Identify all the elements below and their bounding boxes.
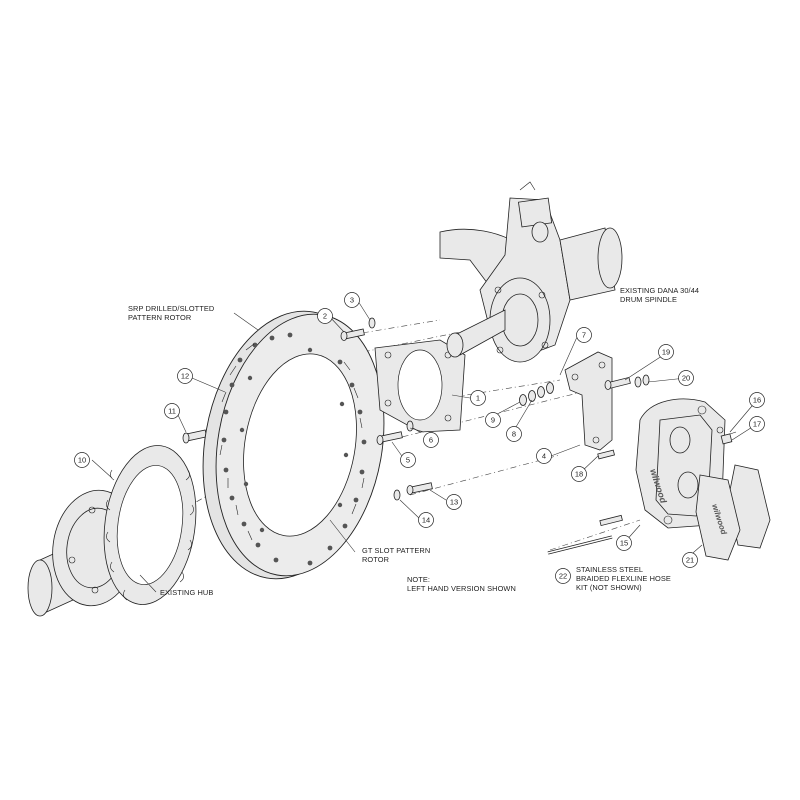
callout-22: 22 [555,568,571,584]
callout-13: 13 [446,494,462,510]
callout-10: 10 [74,452,90,468]
gt-rotor-label: GT SLOT PATTERN ROTOR [362,546,430,564]
svg-text:BRAIDED FLEXLINE HOSE: BRAIDED FLEXLINE HOSE [576,574,671,583]
callout-3: 3 [344,292,360,308]
callout-9: 9 [485,412,501,428]
callout-2: 2 [317,308,333,324]
svg-text:17: 17 [753,420,761,429]
callout-8: 8 [506,426,522,442]
callout-11: 11 [164,403,180,419]
spacers-8-9 [519,382,554,406]
svg-text:16: 16 [753,396,761,405]
srp-rotor-12 [202,310,385,580]
svg-text:19: 19 [662,348,670,357]
bolt-5 [376,431,403,445]
pad-pins [547,514,623,555]
svg-text:SRP DRILLED/SLOTTED: SRP DRILLED/SLOTTED [128,304,214,313]
callout-7: 7 [576,327,592,343]
callout-16: 16 [749,392,765,408]
svg-text:18: 18 [575,470,583,479]
callout-4: 4 [536,448,552,464]
svg-text:11: 11 [168,407,176,416]
brake-pads-21: wilwood [695,464,771,561]
callout-5: 5 [400,452,416,468]
svg-text:8: 8 [512,430,516,439]
rotor-hat-10 [103,445,197,605]
hub-label: EXISTING HUB [160,588,213,597]
stud-18 [597,449,615,460]
svg-text:PATTERN ROTOR: PATTERN ROTOR [128,313,191,322]
svg-text:21: 21 [686,556,694,565]
svg-text:NOTE:: NOTE: [407,575,430,584]
svg-text:KIT (NOT SHOWN): KIT (NOT SHOWN) [576,583,642,592]
spindle-label: EXISTING DANA 30/44 DRUM SPINDLE [620,286,699,304]
svg-text:15: 15 [620,539,628,548]
washer-6 [406,420,414,432]
hose-kit-label: STAINLESS STEEL BRAIDED FLEXLINE HOSE KI… [576,565,671,592]
callout-21: 21 [682,552,698,568]
bolt-11 [182,429,208,444]
washers-20 [634,374,650,388]
svg-text:STAINLESS STEEL: STAINLESS STEEL [576,565,643,574]
callout-14: 14 [418,512,434,528]
svg-text:3: 3 [350,296,354,305]
svg-text:7: 7 [582,331,586,340]
bleeder-16-17 [720,431,737,445]
svg-text:GT SLOT PATTERN: GT SLOT PATTERN [362,546,430,555]
bolt-2 [340,328,365,341]
part-callouts: 1 2 3 4 5 6 7 8 9 10 11 12 13 14 15 16 1… [74,292,765,584]
srp-rotor-label: SRP DRILLED/SLOTTED PATTERN ROTOR [128,304,214,322]
callout-19: 19 [658,344,674,360]
svg-text:13: 13 [450,498,458,507]
callout-17: 17 [749,416,765,432]
bolt-13 [406,482,433,495]
svg-text:14: 14 [422,516,430,525]
note-label: NOTE: LEFT HAND VERSION SHOWN [407,575,516,593]
svg-text:2: 2 [323,312,327,321]
callout-15: 15 [616,535,632,551]
svg-text:ROTOR: ROTOR [362,555,389,564]
svg-text:10: 10 [78,456,86,465]
svg-text:1: 1 [476,394,480,403]
existing-spindle [439,181,623,363]
svg-text:4: 4 [542,452,546,461]
svg-text:12: 12 [181,372,189,381]
callout-6: 6 [423,432,439,448]
callout-1: 1 [470,390,486,406]
svg-text:LEFT HAND VERSION SHOWN: LEFT HAND VERSION SHOWN [407,584,516,593]
svg-text:EXISTING HUB: EXISTING HUB [160,588,213,597]
svg-text:DRUM SPINDLE: DRUM SPINDLE [620,295,677,304]
washer-14 [393,489,401,501]
svg-text:EXISTING DANA 30/44: EXISTING DANA 30/44 [620,286,699,295]
callout-18: 18 [571,466,587,482]
caliper-bracket-4 [564,351,613,451]
svg-text:9: 9 [491,416,495,425]
bracket-1 [374,339,466,433]
svg-text:5: 5 [406,456,410,465]
svg-text:20: 20 [682,374,690,383]
bolt-19 [604,376,631,390]
callout-12: 12 [177,368,193,384]
washer-3 [368,317,376,329]
callout-20: 20 [678,370,694,386]
svg-text:6: 6 [429,436,433,445]
svg-text:22: 22 [559,572,567,581]
